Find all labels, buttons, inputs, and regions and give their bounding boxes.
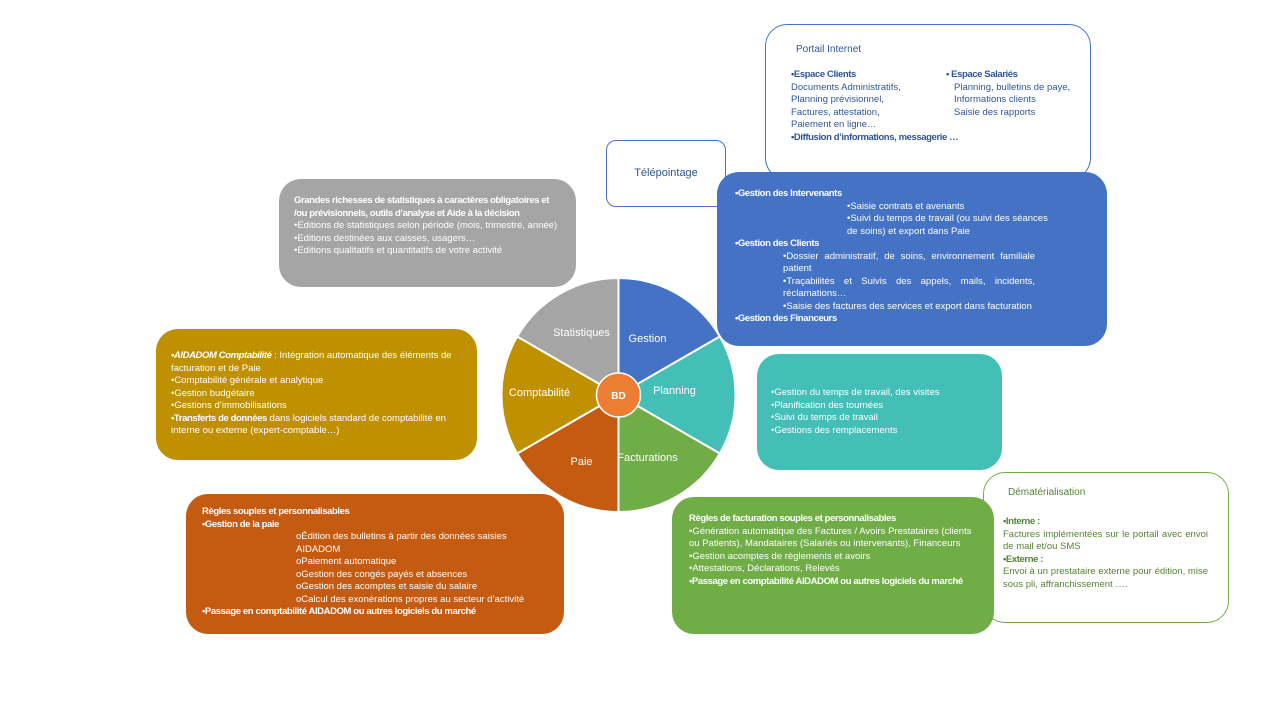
compta-item: •Gestions d’immobilisations	[171, 400, 287, 411]
portal-clients-item: Paiement en ligne…	[791, 119, 877, 130]
paie-last: •Passage en comptabilité AIDADOM ou autr…	[202, 606, 476, 617]
paie-box: Règles souples et personnalisables •Gest…	[186, 494, 564, 634]
fact-item: •Gestion acomptes de règlements et avoir…	[689, 550, 871, 562]
stats-item: •Editions qualitatifs et quantitatifs de…	[294, 245, 503, 256]
gestion-clients-item: •Traçabilités et Suivis des appels, mail…	[783, 275, 1035, 300]
fact-item: •Attestations, Déclarations, Relevés	[689, 563, 840, 574]
portal-clients-item: Factures, attestation,	[791, 106, 880, 118]
portal-salaries-item: Informations clients	[954, 94, 1036, 105]
wheel-center-label: BD	[611, 391, 625, 402]
planning-box: •Gestion du temps de travail, des visite…	[757, 354, 1002, 470]
portal-diffusion: •Diffusion d’informations, messagerie …	[791, 131, 959, 143]
demat-title: Dématérialisation	[1008, 487, 1086, 498]
portail-internet-box: Portail Internet •Espace Clients Documen…	[765, 24, 1091, 180]
portal-salaries: • Espace Salariés Planning, bulletins de…	[946, 69, 1086, 119]
gestion-clients-item: •Dossier administratif, de soins, enviro…	[783, 250, 1035, 275]
planning-item: •Gestion du temps de travail, des visite…	[771, 387, 940, 398]
compta-first-rest: : Intégration automatique des éléments d…	[171, 350, 452, 374]
gestion-intervenants-item: •Saisie contrats et avenants	[847, 200, 965, 212]
fact-last: •Passage en comptabilité AIDADOM ou autr…	[689, 575, 963, 587]
portal-clients: •Espace Clients Documents Administratifs…	[791, 69, 959, 144]
portal-salaries-title: • Espace Salariés	[946, 69, 1018, 80]
portal-title: Portail Internet	[796, 44, 862, 55]
compta-first: •AIDADOM Comptabilité : Intégration auto…	[171, 350, 463, 375]
compta-transfert-rest: dans logiciels standard de comptabilité …	[171, 412, 446, 437]
wheel-label-facturations: Facturations	[617, 452, 678, 464]
planning-item: •Planification des tournées	[771, 399, 884, 411]
paie-item: oÉdition des bulletins à partir des donn…	[296, 531, 507, 555]
fact-title: Règles de facturation souples et personn…	[689, 513, 896, 524]
compta-transfert: •Transferts de données dans logiciels st…	[171, 413, 463, 438]
dematerialisation-box: Dématérialisation •Interne : Factures im…	[983, 472, 1229, 623]
demat-externe-text: Envoi à un prestataire externe pour édit…	[1003, 566, 1208, 590]
gestion-financeurs-title: •Gestion des Financeurs	[735, 313, 837, 324]
planning-item: •Suivi du temps de travail	[771, 412, 878, 423]
wheel-label-comptabilité: Comptabilité	[509, 387, 570, 399]
stats-item: •Editions de statistiques selon période …	[294, 220, 558, 231]
wheel-segment-statistiques	[515, 278, 620, 397]
facturations-box: Règles de facturation souples et personn…	[672, 497, 994, 634]
fact-item: •Génération automatique des Factures / A…	[689, 525, 972, 550]
paie-item: oPaiement automatique	[296, 556, 397, 567]
portal-salaries-item: Planning, bulletins de paye,	[954, 81, 1071, 93]
compta-item: •Gestion budgétaire	[171, 387, 255, 399]
gestion-clients-title: •Gestion des Clients	[735, 238, 820, 249]
wheel-label-gestion: Gestion	[629, 333, 667, 345]
portal-clients-title: •Espace Clients	[791, 69, 856, 80]
wheel-segment-gestion	[617, 278, 722, 397]
wheel-segment-facturations	[617, 393, 722, 514]
paie-gestion-title: •Gestion de la paie	[202, 518, 280, 530]
wheel-label-paie: Paie	[570, 456, 592, 468]
wheel-center	[595, 372, 642, 418]
gestion-intervenants-title: •Gestion des Intervenants	[735, 188, 842, 199]
paie-item: oGestion des congés payés et absences	[296, 568, 468, 580]
compta-item: •Comptabilité générale et analytique	[171, 375, 324, 386]
comptabilite-box: •AIDADOM Comptabilité : Intégration auto…	[156, 329, 477, 460]
portal-clients-item: Documents Administratifs,	[791, 81, 901, 93]
demat-interne-text: Factures implémentées sur le portail ave…	[1003, 528, 1208, 553]
paie-item: oCalcul des exonérations propres au sect…	[296, 593, 525, 605]
planning-item: •Gestions des remplacements	[771, 424, 898, 436]
wheel-label-statistiques: Statistiques	[553, 327, 610, 339]
paie-title: Règles souples et personnalisables	[202, 506, 350, 517]
compta-first-bold: •AIDADOM Comptabilité	[171, 350, 272, 361]
wheel-segment-comptabilité	[500, 335, 621, 455]
portal-salaries-item: Saisie des rapports	[954, 106, 1036, 118]
statistiques-box: Grandes richesses de statistiques à cara…	[279, 179, 576, 287]
telepointage-box: Télépointage	[606, 140, 726, 207]
wheel-label-planning: Planning	[653, 385, 696, 397]
demat-interne-title: •Interne :	[1003, 516, 1040, 527]
wheel-segment-planning	[616, 335, 737, 455]
stats-title: Grandes richesses de statistiques à cara…	[294, 195, 550, 219]
gestion-intervenants-item: •Suivi du temps de travail (ou suivi des…	[847, 213, 1048, 237]
wheel-segment-paie	[515, 393, 620, 514]
gestion-box: •Gestion des Intervenants •Saisie contra…	[717, 172, 1107, 346]
compta-transfert-bold: •Transferts de données	[171, 412, 267, 424]
gestion-clients-item: •Saisie des factures des services et exp…	[783, 300, 1032, 312]
portal-clients-item: Planning prévisionnel,	[791, 94, 884, 105]
paie-item: oGestion des acomptes et saisie du salai…	[296, 581, 478, 592]
demat-externe-title: •Externe :	[1003, 553, 1043, 565]
telepointage-label: Télépointage	[634, 167, 698, 180]
stats-item: •Editions destinées aux caisses, usagers…	[294, 232, 476, 244]
